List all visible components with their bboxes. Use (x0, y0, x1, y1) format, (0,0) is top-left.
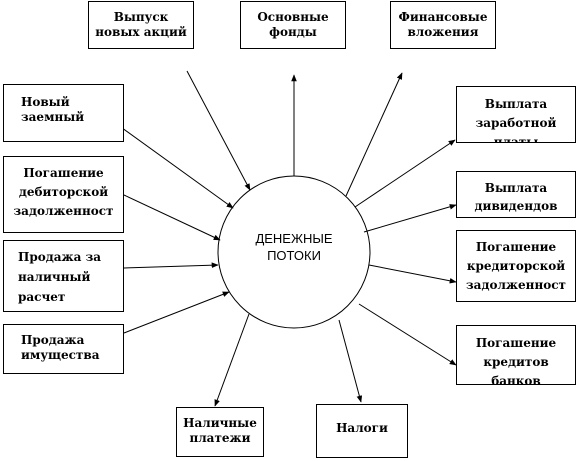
arrow-fin-investments (345, 72, 403, 197)
box-salary: Выплата заработной платы (456, 86, 576, 143)
box-new-shares: Выпуск новых акций (88, 1, 194, 49)
box-property-sale: Продажа имущества (3, 324, 124, 374)
cash-flow-label: ДЕНЕЖНЫЕ ПОТОКИ (255, 231, 333, 263)
box-new-shares-label: Выпуск новых акций (95, 10, 187, 39)
box-fixed-assets: Основные фонды (240, 1, 346, 49)
box-payables-label: Погашение кредиторской задолженност (466, 240, 566, 292)
box-fin-investments-label: Финансовые вложения (398, 10, 488, 39)
box-bank-loans-label: Погашение кредитов банков (475, 336, 557, 385)
box-new-loan-label: Новый заемный (21, 95, 85, 124)
box-cash-payments-label: Наличные платежи (183, 416, 257, 445)
box-dividends-label: Выплата дивидендов (474, 181, 558, 213)
arrow-property-sale (123, 291, 230, 334)
arrow-new-shares (186, 70, 251, 191)
box-new-loan: Новый заемный (3, 84, 124, 142)
box-cash-sale-label: Продажа за наличный расчет (18, 250, 102, 304)
box-receivables-label: Погашение дебиторской задолженност (13, 166, 114, 218)
arrow-taxes (338, 319, 363, 403)
arrow-cash-sale (123, 262, 219, 269)
box-payables: Погашение кредиторской задолженност (456, 230, 576, 302)
box-receivables: Погашение дебиторской задолженност (3, 156, 124, 233)
arrow-cash-payments (214, 313, 250, 407)
box-salary-label: Выплата заработной платы (475, 97, 557, 143)
box-taxes-label: Налоги (336, 421, 388, 435)
box-taxes: Налоги (316, 404, 408, 458)
arrow-salary (354, 139, 456, 208)
arrow-payables (368, 264, 457, 284)
arrow-receivables (123, 194, 221, 241)
box-fixed-assets-label: Основные фонды (257, 10, 329, 39)
arrow-dividends (363, 204, 457, 233)
arrow-bank-loans (358, 303, 457, 366)
box-fin-investments: Финансовые вложения (390, 1, 496, 49)
arrow-new-loan (117, 124, 234, 209)
box-property-sale-label: Продажа имущества (21, 333, 100, 362)
box-cash-payments: Наличные платежи (176, 407, 264, 457)
box-dividends: Выплата дивидендов (456, 171, 576, 218)
box-bank-loans: Погашение кредитов банков (456, 325, 576, 385)
box-cash-sale: Продажа за наличный расчет (3, 240, 124, 312)
